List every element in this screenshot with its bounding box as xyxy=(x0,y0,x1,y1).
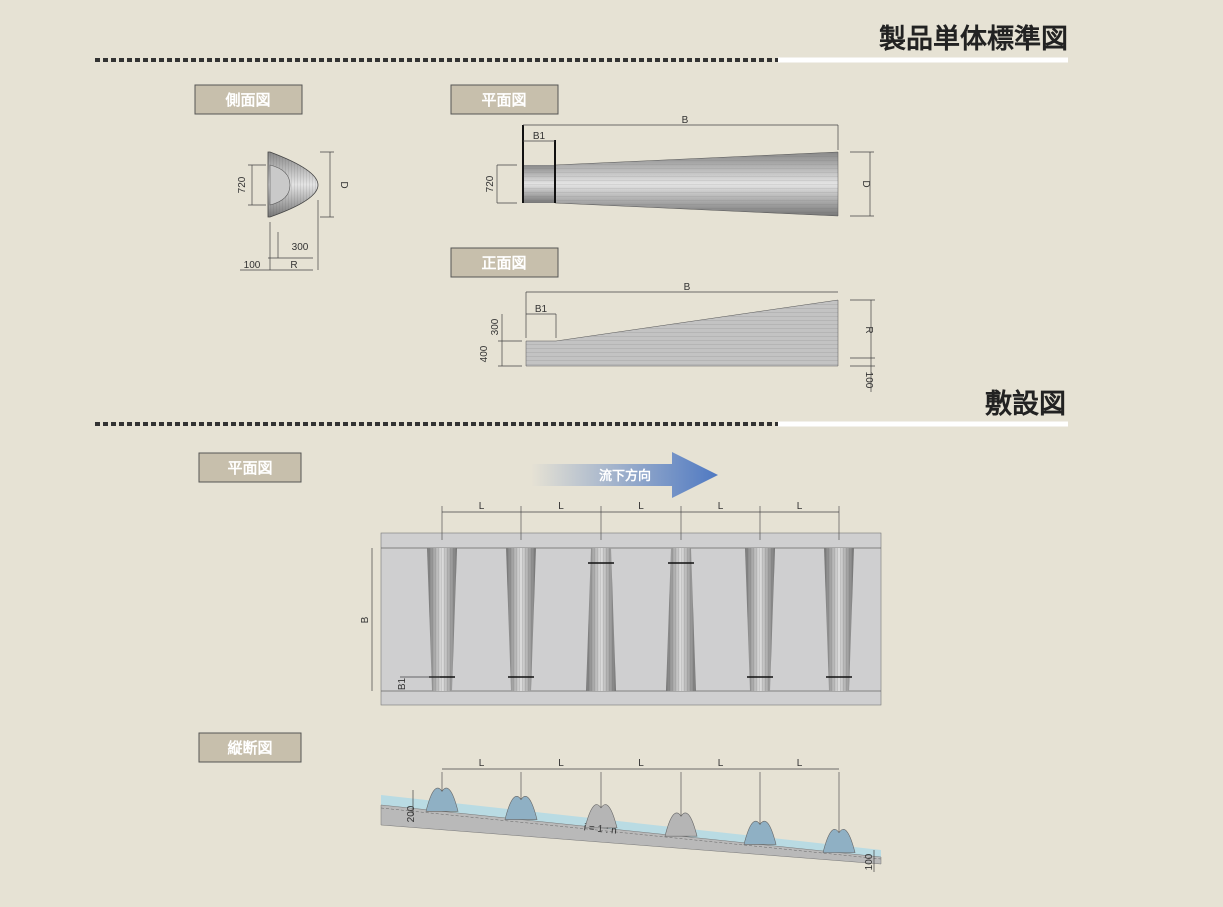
front-view-drawing: B B1 300 400 R 100 xyxy=(479,282,875,392)
label-front-view: 正面図 xyxy=(450,247,559,278)
section-header-standard: 製品単体標準図 xyxy=(95,23,1068,63)
dissipator-hump xyxy=(822,829,856,853)
svg-text:100: 100 xyxy=(863,372,874,389)
side-view-drawing: 720 D 300 100 R xyxy=(237,151,349,271)
svg-text:300: 300 xyxy=(292,242,309,253)
svg-text:D: D xyxy=(860,180,871,187)
block-hatching xyxy=(745,548,775,691)
longitudinal-drawing: L L L L L 200 100 i = 1 : n xyxy=(380,758,882,872)
section-title: 敷設図 xyxy=(985,388,1066,420)
dim-label-L: L xyxy=(718,758,724,769)
dissipator-hump xyxy=(743,820,777,845)
svg-text:B1: B1 xyxy=(533,131,546,142)
svg-text:B1: B1 xyxy=(535,304,548,315)
dim-label-L: L xyxy=(797,501,803,512)
svg-text:側面図: 側面図 xyxy=(224,91,270,109)
dim-label-L: L xyxy=(638,501,644,512)
svg-text:平面図: 平面図 xyxy=(227,459,272,477)
block-hatching xyxy=(666,548,696,691)
section-title: 製品単体標準図 xyxy=(879,23,1068,55)
dim-label-L: L xyxy=(797,758,803,769)
label-laying-plan: 平面図 xyxy=(198,452,302,483)
label-longitudinal: 縦断図 xyxy=(198,732,302,763)
block-hatching xyxy=(427,548,457,691)
svg-text:平面図: 平面図 xyxy=(481,91,526,109)
dim-label-L: L xyxy=(479,758,485,769)
svg-text:B: B xyxy=(360,616,371,623)
dim-label-L: L xyxy=(479,501,485,512)
svg-text:720: 720 xyxy=(237,176,248,193)
svg-text:R: R xyxy=(290,260,297,271)
svg-text:正面図: 正面図 xyxy=(481,254,526,272)
block-hatching xyxy=(506,548,536,691)
section-header-laying: 敷設図 xyxy=(95,388,1068,427)
svg-text:B: B xyxy=(682,115,689,126)
plan-view-drawing: B B1 720 D xyxy=(485,115,874,217)
label-side-view: 側面図 xyxy=(194,84,303,115)
svg-text:720: 720 xyxy=(485,175,496,192)
svg-text:i = 1 : n: i = 1 : n xyxy=(583,822,617,836)
svg-text:300: 300 xyxy=(490,318,501,335)
svg-text:流下方向: 流下方向 xyxy=(599,468,651,484)
svg-text:100: 100 xyxy=(244,260,261,271)
svg-text:B: B xyxy=(684,282,691,293)
svg-text:縦断図: 縦断図 xyxy=(227,739,272,757)
block-hatching xyxy=(824,548,854,691)
dissipator-hump xyxy=(504,796,538,820)
dissipator-hump xyxy=(664,812,698,837)
svg-text:B1: B1 xyxy=(397,677,408,690)
svg-text:200: 200 xyxy=(406,805,417,822)
dissipator-hump xyxy=(425,787,459,812)
svg-text:R: R xyxy=(863,326,874,333)
svg-text:400: 400 xyxy=(479,345,490,362)
flow-direction-arrow: 流下方向 xyxy=(531,452,718,498)
dim-label-L: L xyxy=(638,758,644,769)
dim-label-L: L xyxy=(558,501,564,512)
svg-text:100: 100 xyxy=(864,853,875,870)
dim-label-L: L xyxy=(558,758,564,769)
svg-text:D: D xyxy=(338,181,349,188)
block-hatching xyxy=(586,548,616,691)
laying-plan-drawing: L L L L L B B1 xyxy=(360,501,882,706)
label-plan-view: 平面図 xyxy=(450,84,559,115)
dim-label-L: L xyxy=(718,501,724,512)
